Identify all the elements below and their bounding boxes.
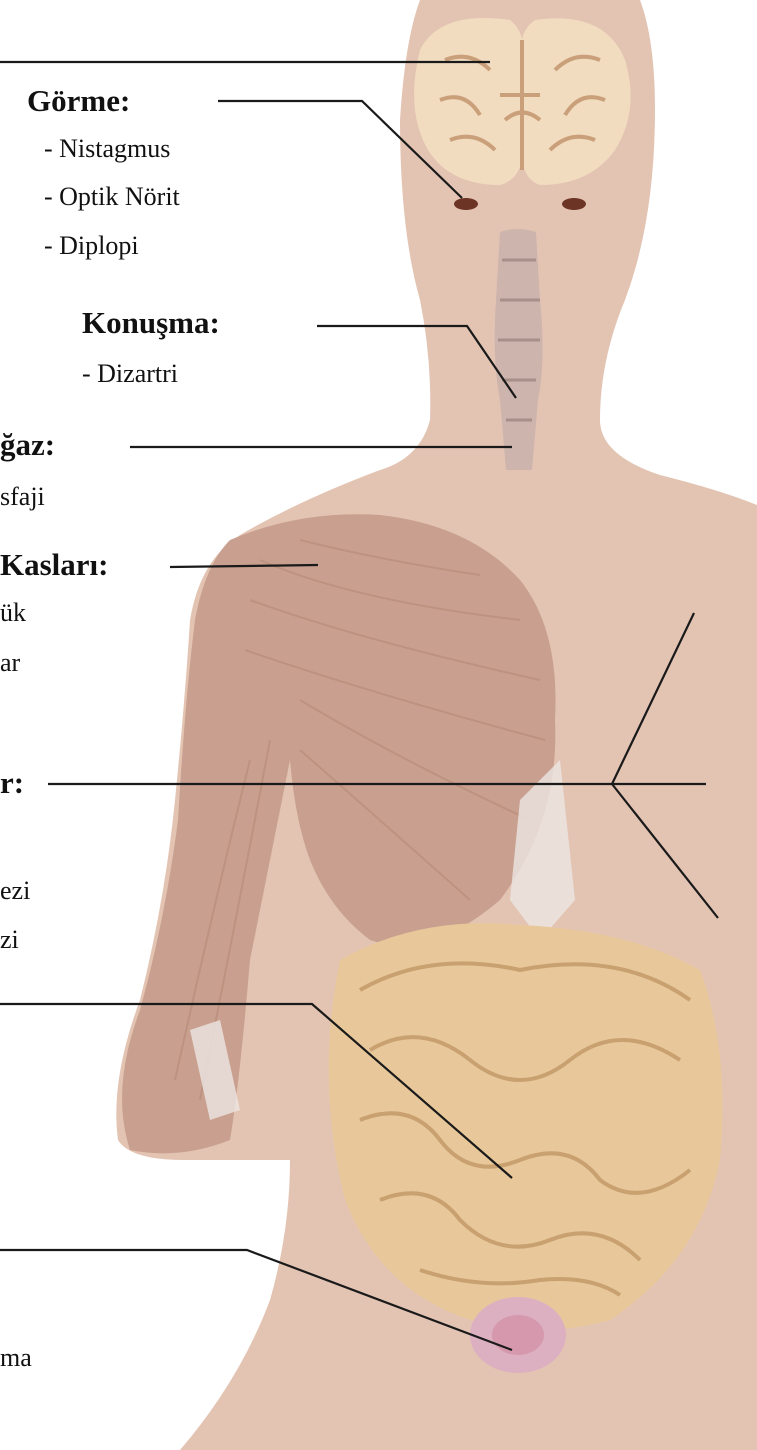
sensation-heading: r: xyxy=(0,766,24,800)
right-eye-icon xyxy=(562,198,586,210)
bladder-item-1: ma xyxy=(0,1342,32,1374)
throat-item-1: sfaji xyxy=(0,481,45,513)
vision-item-3: - Diplopi xyxy=(44,230,139,262)
muscles-item-1: ük xyxy=(0,597,26,629)
speech-heading: Konuşma: xyxy=(82,306,220,340)
sensation-item-1: ezi xyxy=(0,875,30,907)
muscles-heading: Kasları: xyxy=(0,548,109,582)
speech-item-1: - Dizartri xyxy=(82,358,178,390)
muscles-item-2: ar xyxy=(0,647,20,679)
vision-item-2: - Optik Nörit xyxy=(44,181,180,213)
throat-heading: ğaz: xyxy=(0,428,55,462)
vision-heading: Görme: xyxy=(27,84,130,118)
sensation-item-2: zi xyxy=(0,924,19,956)
vision-item-1: - Nistagmus xyxy=(44,133,170,165)
left-eye-icon xyxy=(454,198,478,210)
bladder-icon xyxy=(470,1297,566,1373)
brain-icon xyxy=(414,18,631,185)
